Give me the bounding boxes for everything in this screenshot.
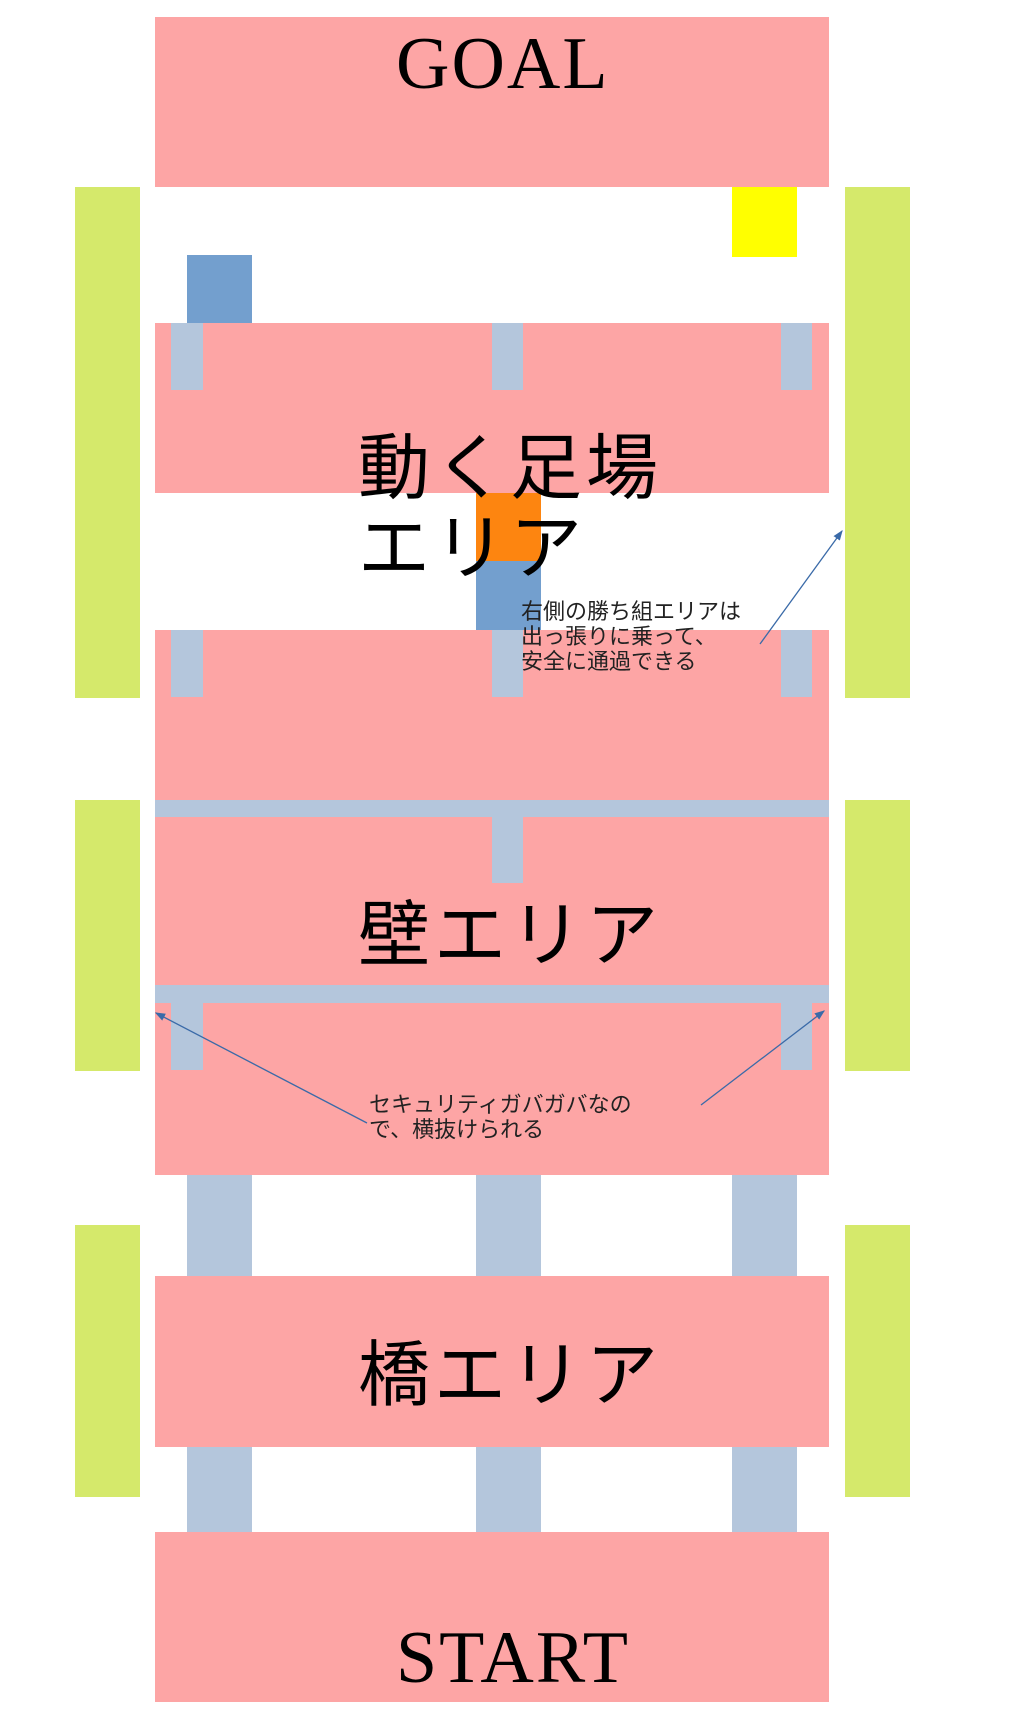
security-note: セキュリティガバガバなの で、横抜けられる [369, 1093, 632, 1143]
bridge-platform [155, 1276, 829, 1447]
note-line: セキュリティガバガバなの [369, 1093, 632, 1118]
start-platform [155, 1532, 829, 1702]
bridge-pillar [187, 1175, 252, 1276]
orange-block [476, 493, 541, 561]
support-tab [171, 323, 203, 390]
side-zone-left-bottom [75, 1225, 140, 1497]
support-tab [492, 817, 523, 883]
bridge-pillar [187, 1447, 252, 1532]
support-tab [171, 1003, 203, 1070]
bridge-pillar [476, 1447, 541, 1532]
bridge-area-label: 橋エリア [358, 1333, 663, 1417]
player-block-top [187, 255, 252, 323]
support-tab [171, 630, 203, 697]
note-line: 安全に通過できる [521, 650, 697, 675]
wall-strip-top [155, 800, 829, 817]
goal-label: GOAL [396, 23, 610, 105]
support-tab [492, 630, 523, 697]
support-tab [781, 323, 812, 390]
note-line: 出っ張りに乗って、 [521, 625, 717, 650]
arrow-to-left-gap [154, 1012, 368, 1124]
note-line: 右側の勝ち組エリアは [521, 600, 742, 625]
arrow-to-right-zone [759, 529, 843, 645]
note-line: で、横抜けられる [369, 1118, 545, 1143]
side-zone-left-top [75, 187, 140, 698]
right-winners-note: 右側の勝ち組エリアは 出っ張りに乗って、 安全に通過できる [521, 600, 741, 675]
yellow-block [732, 187, 797, 257]
wall-strip-bottom [155, 985, 829, 1003]
moving-area-label-line1: 動く足場 [358, 426, 663, 510]
side-zone-right-top [845, 187, 910, 698]
player-block-middle [476, 561, 541, 630]
arrow-to-right-gap [700, 1010, 826, 1106]
support-tab [492, 323, 523, 390]
moving-area-label-line2: エリア [358, 506, 587, 590]
wall-lower-platform [155, 1003, 829, 1175]
wall-area-label: 壁エリア [358, 893, 663, 977]
start-label: START [396, 1617, 630, 1699]
support-tab [781, 1003, 812, 1070]
side-zone-left-middle [75, 800, 140, 1071]
bridge-pillar [476, 1175, 541, 1276]
goal-platform [155, 17, 829, 187]
side-zone-right-bottom [845, 1225, 910, 1497]
support-tab [781, 630, 812, 697]
side-zone-right-middle [845, 800, 910, 1071]
bridge-pillar [732, 1175, 797, 1276]
bridge-pillar [732, 1447, 797, 1532]
moving-area-label: 動く足場 エリア [358, 428, 662, 588]
